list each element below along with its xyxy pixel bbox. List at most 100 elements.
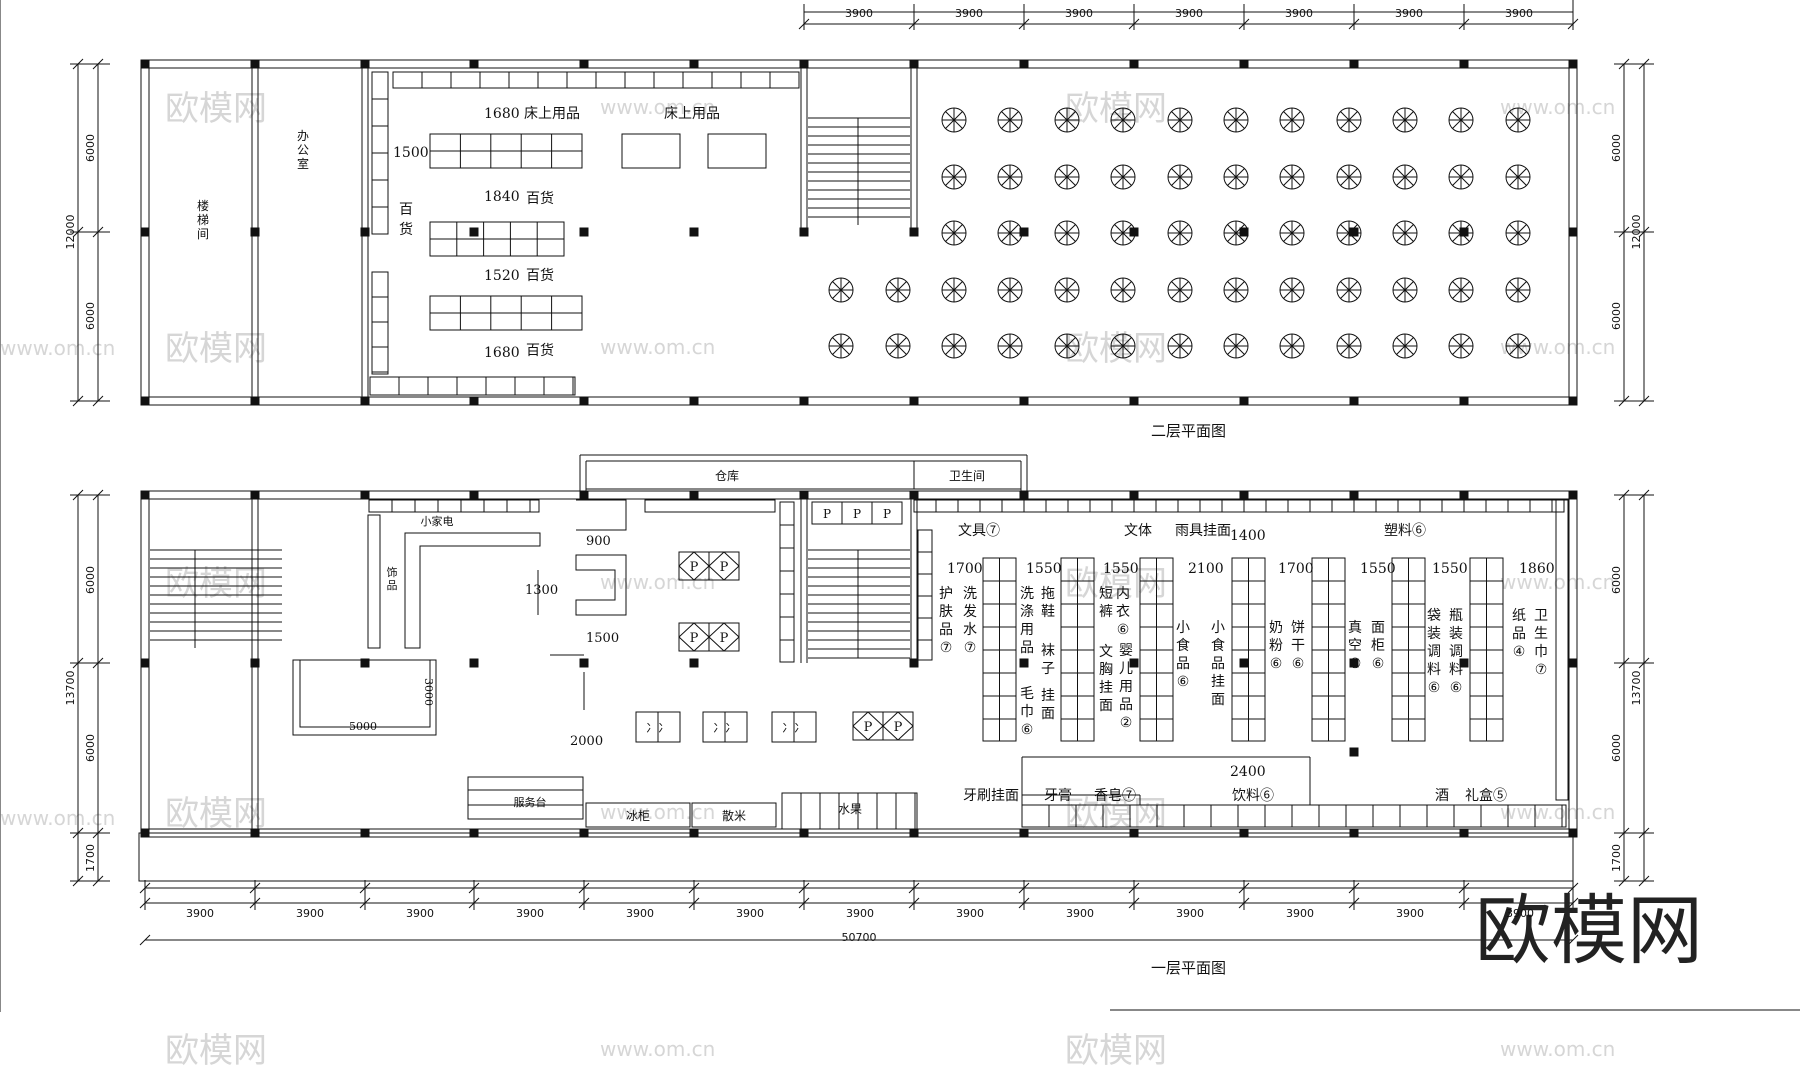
label-glyph: 品 bbox=[1119, 697, 1133, 713]
column bbox=[1019, 227, 1029, 237]
column bbox=[250, 59, 260, 69]
umbrella-rib bbox=[1171, 224, 1189, 242]
dimension-tick bbox=[798, 18, 810, 30]
zone-label: 牙刷挂面 bbox=[963, 788, 1019, 804]
label-glyph: ⑥ bbox=[1450, 680, 1463, 696]
promo-display-label: P bbox=[894, 720, 903, 735]
label-glyph: 梯 bbox=[197, 213, 209, 227]
column bbox=[799, 490, 809, 500]
label-glyph: ⑥ bbox=[1117, 622, 1130, 638]
zone-label: 饮料⑥ bbox=[1232, 788, 1274, 804]
label-glyph: 巾 bbox=[1020, 704, 1034, 720]
column bbox=[140, 227, 150, 237]
zone-label: 文具⑦ bbox=[958, 523, 1000, 539]
umbrella-rib bbox=[1058, 168, 1076, 186]
column bbox=[1349, 396, 1359, 406]
umbrella-rib bbox=[1396, 281, 1414, 299]
label-glyph: 裤 bbox=[1099, 604, 1113, 620]
dimension-label: 1700 bbox=[84, 844, 97, 872]
label-glyph: 品 bbox=[1211, 656, 1225, 672]
umbrella-rib bbox=[1452, 168, 1470, 186]
zone-label: 塑料⑥ bbox=[1384, 523, 1426, 539]
watermark-text: 欧模网 bbox=[1065, 89, 1167, 129]
dimension-top: 3900 bbox=[845, 7, 873, 20]
zone-label: 饰品 bbox=[387, 565, 398, 592]
column bbox=[1239, 59, 1249, 69]
label-glyph: ⑥ bbox=[1270, 656, 1283, 672]
dimension-tick bbox=[139, 897, 151, 909]
dimension-label: 1300 bbox=[525, 583, 558, 598]
dimension-bottom: 3900 bbox=[1396, 907, 1424, 920]
label-glyph: 饼 bbox=[1291, 620, 1305, 636]
dimension-tick bbox=[1458, 882, 1470, 894]
column bbox=[689, 396, 699, 406]
column bbox=[1129, 828, 1139, 838]
label-glyph: 瓶 bbox=[1449, 608, 1463, 624]
promo-diag bbox=[708, 636, 725, 652]
dimension-top: 3900 bbox=[1065, 7, 1093, 20]
dimension-bottom: 3900 bbox=[626, 907, 654, 920]
column bbox=[1349, 490, 1359, 500]
dimension-tick bbox=[92, 875, 104, 887]
column bbox=[689, 227, 699, 237]
column bbox=[469, 396, 479, 406]
label-glyph: 文 bbox=[1099, 644, 1113, 660]
label-glyph: 粉 bbox=[1269, 638, 1283, 654]
promo-display-label: P bbox=[853, 507, 861, 521]
label-glyph: 袋 bbox=[1427, 608, 1441, 624]
column bbox=[140, 658, 150, 668]
dimension-tick bbox=[1618, 489, 1630, 501]
zone-label: 冰柜 bbox=[626, 809, 650, 823]
dimension-bottom: 3900 bbox=[516, 907, 544, 920]
column bbox=[1349, 658, 1359, 668]
watermark-text: 欧模网 bbox=[165, 794, 267, 834]
zone-label: 文体 bbox=[1124, 523, 1152, 539]
wall-shelf bbox=[913, 499, 1565, 513]
floor-title: 二层平面图 bbox=[1151, 422, 1226, 440]
column bbox=[360, 828, 370, 838]
watermark-text: www.om.cn bbox=[1500, 800, 1615, 824]
umbrella-rib bbox=[1001, 224, 1019, 242]
label-glyph: 用 bbox=[1020, 622, 1034, 638]
dimension-tick bbox=[92, 395, 104, 407]
promo-diag bbox=[678, 565, 695, 581]
label-glyph: ⑥ bbox=[1349, 656, 1362, 672]
dimension-tick bbox=[908, 897, 920, 909]
column bbox=[250, 658, 260, 668]
promo-display-label: P bbox=[883, 507, 891, 521]
dimension-tick bbox=[92, 827, 104, 839]
promo-display-label: P bbox=[864, 720, 873, 735]
promo-display-label: P bbox=[720, 560, 729, 575]
dimension-tick bbox=[1567, 934, 1579, 946]
column bbox=[1129, 658, 1139, 668]
column bbox=[689, 490, 699, 500]
promo-diag bbox=[708, 565, 725, 581]
umbrella-rib bbox=[1509, 224, 1527, 242]
label-glyph: 胸 bbox=[1099, 662, 1113, 678]
room-label: 仓库 bbox=[715, 468, 739, 483]
column bbox=[1568, 658, 1578, 668]
label-glyph: 空 bbox=[1348, 638, 1362, 654]
column bbox=[1349, 59, 1359, 69]
watermark-text: www.om.cn bbox=[0, 336, 115, 360]
dimension-tick bbox=[1458, 897, 1470, 909]
zone-label: 小家电 bbox=[421, 514, 454, 528]
column bbox=[1459, 396, 1469, 406]
dimension-tick bbox=[1018, 897, 1030, 909]
dimension-label: 1550 bbox=[1432, 561, 1468, 577]
promo-diag bbox=[852, 725, 869, 741]
column bbox=[1239, 658, 1249, 668]
column bbox=[579, 59, 589, 69]
umbrella-rib bbox=[1114, 281, 1132, 299]
label-glyph: 食 bbox=[1176, 637, 1190, 654]
column bbox=[689, 658, 699, 668]
column bbox=[799, 59, 809, 69]
column bbox=[469, 490, 479, 500]
wall-shelf bbox=[644, 499, 776, 513]
label-glyph: ⑦ bbox=[964, 640, 977, 656]
dimension-tick bbox=[1638, 827, 1650, 839]
label-glyph: 品 bbox=[1512, 626, 1526, 642]
